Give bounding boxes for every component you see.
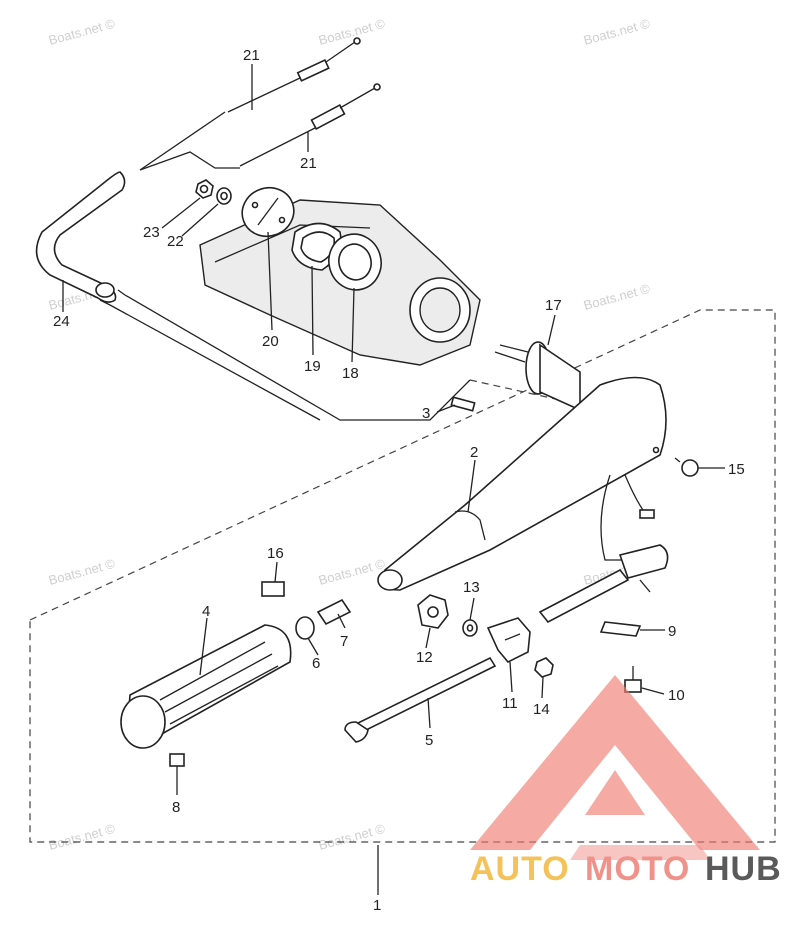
callout-15: 15 xyxy=(728,461,745,478)
throttle-cable-upper xyxy=(227,37,361,113)
callout-24: 24 xyxy=(53,313,70,330)
watermark: Boats.net © xyxy=(47,16,117,48)
watermark: Boats.net © xyxy=(47,821,117,853)
callout-8: 8 xyxy=(172,799,180,816)
nut xyxy=(195,179,214,199)
watermark: Boats.net © xyxy=(582,16,652,48)
watermark: Boats.net © xyxy=(47,556,117,588)
link-rod xyxy=(344,656,497,743)
throttle-cable-lower xyxy=(239,83,381,167)
callout-13: 13 xyxy=(463,579,480,596)
automotohub-logo xyxy=(470,675,760,860)
spacer-6 xyxy=(295,616,315,640)
pivot-pin xyxy=(450,396,476,412)
cap-plug xyxy=(674,457,699,477)
seal-ring xyxy=(328,233,382,291)
callout-22: 22 xyxy=(167,233,184,250)
throttle-grip xyxy=(120,624,292,749)
callout-6: 6 xyxy=(312,655,320,672)
callout-21b: 21 xyxy=(300,155,317,172)
nut-14 xyxy=(534,657,554,678)
callout-7: 7 xyxy=(340,633,348,650)
callout-5: 5 xyxy=(425,732,433,749)
bracket xyxy=(486,617,531,663)
grip-screw xyxy=(169,753,185,782)
automotohub-wordmark: AUTO MOTO HUB xyxy=(470,850,782,888)
callout-19: 19 xyxy=(304,358,321,375)
callout-17: 17 xyxy=(545,297,562,314)
washer-13 xyxy=(462,619,478,637)
watermark: Boats.net © xyxy=(317,16,387,48)
callout-9: 9 xyxy=(668,623,676,640)
callout-23: 23 xyxy=(143,224,160,241)
callout-11: 11 xyxy=(502,695,518,712)
brand-auto: AUTO xyxy=(470,850,570,888)
callout-14: 14 xyxy=(533,701,550,718)
cable-plate xyxy=(241,186,295,238)
callout-12: 12 xyxy=(416,649,433,666)
cable-hose xyxy=(35,171,126,303)
watermark: Boats.net © xyxy=(582,281,652,313)
screw-10 xyxy=(624,666,642,693)
callout-2: 2 xyxy=(470,444,478,461)
brand-hub: HUB xyxy=(705,850,782,888)
bushing-7 xyxy=(316,598,352,626)
callout-20: 20 xyxy=(262,333,279,350)
watermark: Boats.net © xyxy=(317,556,387,588)
callout-10: 10 xyxy=(668,687,685,704)
callout-3: 3 xyxy=(422,405,430,422)
leader-lines xyxy=(62,64,725,895)
retaining-clip xyxy=(599,621,642,637)
assembly-boundary xyxy=(29,309,776,843)
callout-16: 16 xyxy=(267,545,284,562)
brand-moto: MOTO xyxy=(585,850,690,888)
washer xyxy=(216,187,232,205)
throttle-shaft xyxy=(538,568,630,624)
shaft-bushing xyxy=(494,341,581,412)
callout-18: 18 xyxy=(342,365,359,382)
stop-switch-wiring xyxy=(600,474,669,593)
callout-labels: 21 21 23 22 24 20 19 18 17 3 2 15 16 4 6… xyxy=(53,47,745,914)
callout-4: 4 xyxy=(202,603,210,620)
callout-1: 1 xyxy=(373,897,381,914)
tiller-arm xyxy=(377,376,667,591)
callout-21a: 21 xyxy=(243,47,260,64)
watermark: Boats.net © xyxy=(317,821,387,853)
friction-knob xyxy=(417,594,449,629)
decal xyxy=(261,581,285,597)
